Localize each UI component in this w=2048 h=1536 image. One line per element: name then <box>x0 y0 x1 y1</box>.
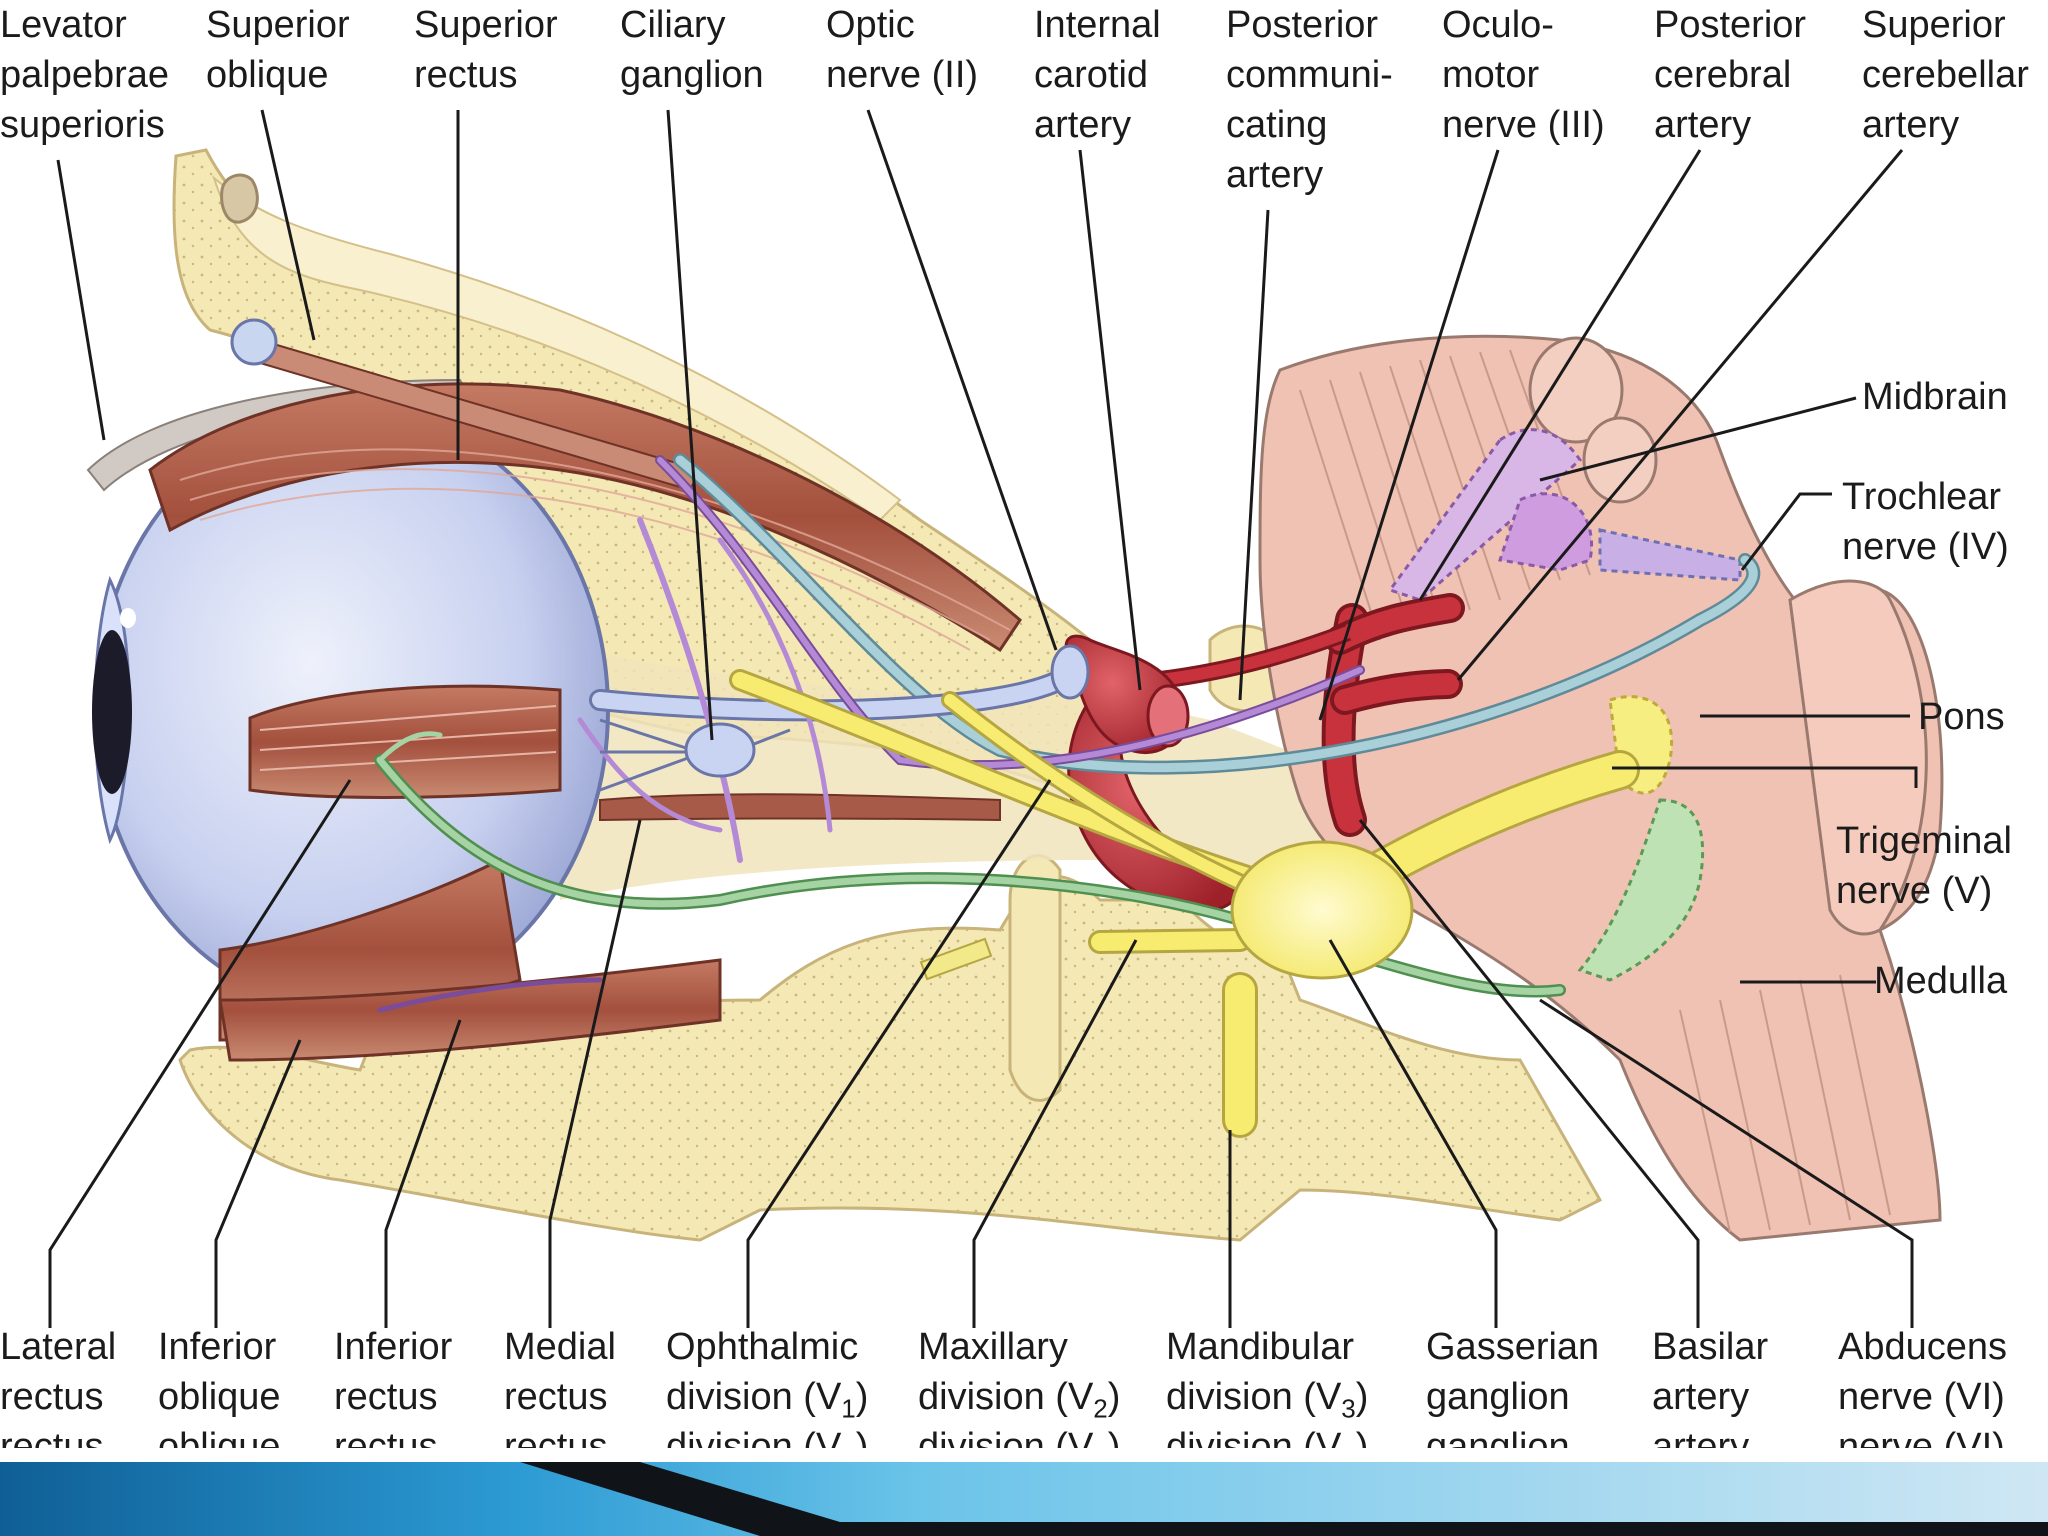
label-line: Mandibular <box>1166 1326 1354 1368</box>
label-line: artery <box>1034 104 1132 146</box>
label-pons: Pons <box>1918 692 2005 742</box>
label-posterior-communicating: Posterior communi-cating artery <box>1226 0 1393 200</box>
label-line: artery <box>1652 1376 1750 1418</box>
label-line: nerve (IV) <box>1842 526 2009 568</box>
label-line: Internal <box>1034 4 1161 46</box>
label-line: oblique <box>206 54 329 96</box>
ciliary-ganglion <box>684 722 756 778</box>
label-line: Pons <box>1918 696 2005 738</box>
label-line: Superior <box>414 4 558 46</box>
label-line: cerebellar <box>1862 54 2029 96</box>
label-line: Medulla <box>1874 960 2008 1002</box>
label-optic: Optic nerve (II) <box>826 0 978 100</box>
label-line: cerebral <box>1654 54 1792 96</box>
label-internal-carotid: Internal carotid artery <box>1034 0 1161 150</box>
label-line: division (V1) <box>666 1376 869 1424</box>
label-line: Levator <box>0 4 127 46</box>
label-line: artery <box>1654 104 1752 146</box>
label-line: nerve (VI) <box>1838 1376 2005 1418</box>
label-line: Midbrain <box>1862 376 2008 418</box>
label-line: Inferior <box>158 1326 277 1368</box>
label-line: Trochlear <box>1842 476 2002 518</box>
label-line: nerve (V) <box>1836 870 1993 912</box>
label-superior-cerebellar: Superior cerebellar artery <box>1862 0 2029 150</box>
label-line: Superior <box>1862 4 2006 46</box>
label-line: Posterior <box>1226 4 1379 46</box>
label-superior-oblique: Superior oblique <box>206 0 350 100</box>
label-line: Ciliary <box>620 4 726 46</box>
label-line: rectus <box>504 1376 608 1418</box>
label-line: superioris <box>0 104 165 146</box>
label-trochlear: Trochlear nerve (IV) <box>1842 472 2009 572</box>
label-line: artery <box>1862 104 1960 146</box>
ciliary-nerves <box>599 718 791 792</box>
label-trigeminal: Trigeminal nerve (V) <box>1836 816 2012 916</box>
nerves <box>374 453 1761 1138</box>
label-line: rectus <box>0 1376 104 1418</box>
label-line: cating <box>1226 104 1328 146</box>
label-line: Trigeminal <box>1836 820 2012 862</box>
label-line: oblique <box>158 1376 281 1418</box>
label-line: Optic <box>826 4 915 46</box>
label-line: Basilar <box>1652 1326 1769 1368</box>
label-line: Lateral <box>0 1326 117 1368</box>
label-line: division (V3) <box>1166 1376 1369 1424</box>
label-line: Inferior <box>334 1326 453 1368</box>
label-line: Ophthalmic <box>666 1326 859 1368</box>
label-line: Medial <box>504 1326 616 1368</box>
label-ciliary: Ciliary ganglion <box>620 0 764 100</box>
label-line: ganglion <box>1426 1376 1570 1418</box>
label-line: ganglion <box>620 54 764 96</box>
label-superior-rectus: Superior rectus <box>414 0 558 100</box>
label-line: palpebrae <box>0 54 170 96</box>
label-line: carotid <box>1034 54 1149 96</box>
label-posterior-cerebral: Posterior cerebral artery <box>1654 0 1806 150</box>
label-medulla: Medulla <box>1874 956 2007 1006</box>
label-line: motor <box>1442 54 1540 96</box>
label-line: artery <box>1226 154 1324 196</box>
label-levator: Levator palpebrae superioris <box>0 0 169 150</box>
label-line: Gasserian <box>1426 1326 1600 1368</box>
label-line: rectus <box>334 1376 438 1418</box>
label-line: Maxillary <box>918 1326 1068 1368</box>
label-line: communi- <box>1226 54 1393 96</box>
label-midbrain: Midbrain <box>1862 372 2008 422</box>
label-line: Abducens <box>1838 1326 2008 1368</box>
label-line: Posterior <box>1654 4 1807 46</box>
leader-lines <box>48 109 1918 1328</box>
gasserian-ganglion <box>1230 840 1414 980</box>
label-line: nerve (III) <box>1442 104 1605 146</box>
label-line: nerve (II) <box>826 54 979 96</box>
label-line: rectus <box>414 54 518 96</box>
label-line: Oculo- <box>1442 4 1554 46</box>
slide-accent-bar <box>0 1462 2048 1536</box>
label-oculomotor: Oculo-motor nerve (III) <box>1442 0 1605 150</box>
label-line: Superior <box>206 4 350 46</box>
label-line: division (V2) <box>918 1376 1121 1424</box>
